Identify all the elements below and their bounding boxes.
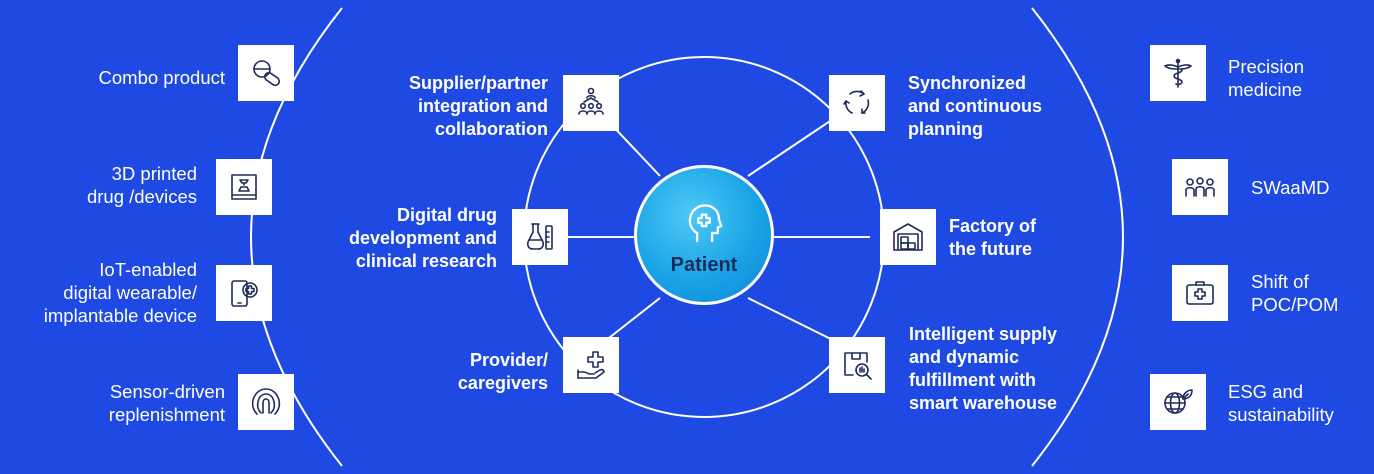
provider-label: Provider/ caregivers xyxy=(457,350,548,393)
drug-dev-icon-box xyxy=(512,209,568,265)
supply-icon-box xyxy=(829,337,885,393)
provider-icon-box xyxy=(563,337,619,393)
factory-label: Factory of the future xyxy=(949,216,1037,259)
globe-leaf-icon xyxy=(1164,389,1193,414)
phone-medical-icon xyxy=(231,280,258,307)
planning-icon-box xyxy=(829,75,885,131)
iot-icon-box xyxy=(216,265,272,321)
iot-label: IoT-enabled digital wearable/ implantabl… xyxy=(43,259,197,326)
3d-printed-label: 3D printed drug /devices xyxy=(86,163,197,207)
box-search-icon xyxy=(844,352,872,380)
medical-kit-icon xyxy=(1186,281,1214,305)
planning-label: Synchronized and continuous planning xyxy=(908,73,1042,139)
warehouse-icon xyxy=(893,223,923,251)
sensor-icon-box xyxy=(238,374,294,430)
sensor-label: Sensor-driven replenishment xyxy=(108,381,225,425)
3d-printed-icon-box xyxy=(216,159,272,215)
lab-flask-icon xyxy=(526,223,553,250)
cycle-arrows-icon xyxy=(843,90,870,114)
combo-product-icon-box xyxy=(238,45,294,101)
esg-icon-box xyxy=(1150,374,1206,430)
center-label: Patient xyxy=(670,253,738,276)
drug-dev-label: Digital drug development and clinical re… xyxy=(348,205,497,271)
patient-center: Patient xyxy=(634,165,774,305)
fingerprint-sensor-icon xyxy=(251,388,281,415)
factory-icon-box xyxy=(880,209,936,265)
precision-icon-box xyxy=(1150,45,1206,101)
supplier-icon-box xyxy=(563,75,619,131)
swaamd-label: SWaaMD xyxy=(1251,177,1330,198)
swaamd-icon-box xyxy=(1172,159,1228,215)
pill-capsule-icon xyxy=(253,60,281,87)
people-network-icon xyxy=(578,87,604,115)
hand-cross-icon xyxy=(577,351,605,379)
right-outer-arc xyxy=(1031,7,1124,467)
caduceus-icon xyxy=(1164,58,1192,88)
precision-label: Precision medicine xyxy=(1228,56,1305,100)
left-outer-arc xyxy=(250,7,343,467)
3d-printer-icon xyxy=(231,174,257,200)
head-cross-icon xyxy=(688,203,723,242)
supply-label: Intelligent supply and dynamic fulfillme… xyxy=(909,324,1058,413)
poc-icon-box xyxy=(1172,265,1228,321)
esg-label: ESG and sustainability xyxy=(1228,381,1334,425)
combo-product-label: Combo product xyxy=(98,67,225,88)
supplier-label: Supplier/partner integration and collabo… xyxy=(408,73,548,139)
poc-label: Shift of POC/POM xyxy=(1251,271,1339,315)
people-group-icon xyxy=(1185,177,1215,197)
